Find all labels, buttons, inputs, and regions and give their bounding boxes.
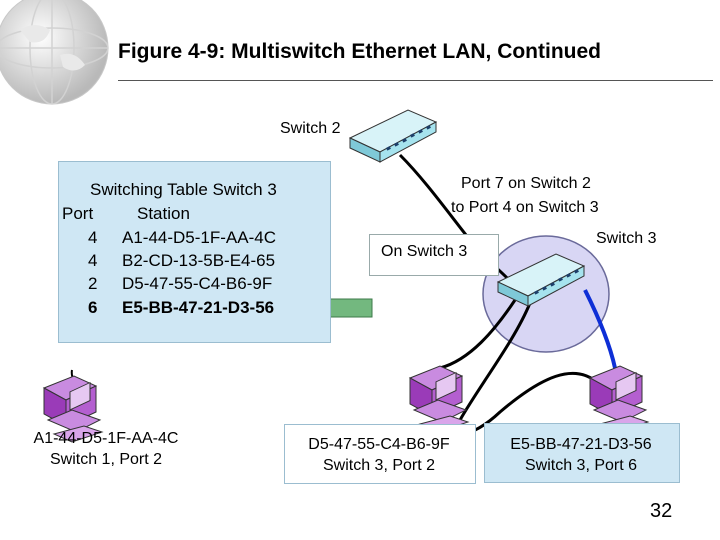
page-number: 32 [650,500,673,522]
on-switch3-box [369,234,499,276]
station-location: Switch 3, Port 2 [322,457,436,474]
station-label-1: A1-44-D5-1F-AA-4C Switch 1, Port 2 [8,428,204,470]
title-divider [118,80,713,81]
station-mac: E5-BB-47-21-D3-56 [510,436,652,453]
globe-logo [0,0,109,105]
station-box-3 [484,423,680,483]
switch3-label: Switch 3 [596,230,657,247]
station-label-3: E5-BB-47-21-D3-56 Switch 3, Port 6 [484,434,678,476]
table-row-station: B2-CD-13-5B-E4-65 [122,251,276,270]
table-header-station: Station [137,204,190,223]
pc-icon [408,365,470,433]
pc-icon [42,375,104,443]
table-header-port: Port [62,204,94,223]
table-row-station: D5-47-55-C4-B6-9F [122,274,273,293]
switch2-label: Switch 2 [280,120,341,137]
station-mac: D5-47-55-C4-B6-9F [308,436,450,453]
table-row-port: 2 [88,274,98,293]
switching-table [58,161,331,343]
table-row-port: 4 [88,251,98,270]
station-box-2 [284,424,476,484]
table-row-station: E5-BB-47-21-D3-56 [122,298,275,317]
station-label-2: D5-47-55-C4-B6-9F Switch 3, Port 2 [284,434,474,476]
station-location: Switch 3, Port 6 [524,457,638,474]
on-switch3-label: On Switch 3 [381,243,468,260]
switch-icon [496,253,586,307]
link-switch3-pc3-blue [583,289,617,369]
switching-table-title: Switching Table Switch 3 [90,180,277,199]
table-row-port: 6 [88,298,98,317]
station-location: Switch 1, Port 2 [49,451,163,468]
switch-icon [348,109,438,163]
port-note-line1: Port 7 on Switch 2 [461,175,591,192]
station-mac: A1-44-D5-1F-AA-4C [33,430,179,447]
table-row-port: 4 [88,228,98,247]
port-note-line2: to Port 4 on Switch 3 [451,199,599,216]
page-title: Figure 4-9: Multiswitch Ethernet LAN, Co… [118,40,601,63]
table-row-station: A1-44-D5-1F-AA-4C [122,228,276,247]
